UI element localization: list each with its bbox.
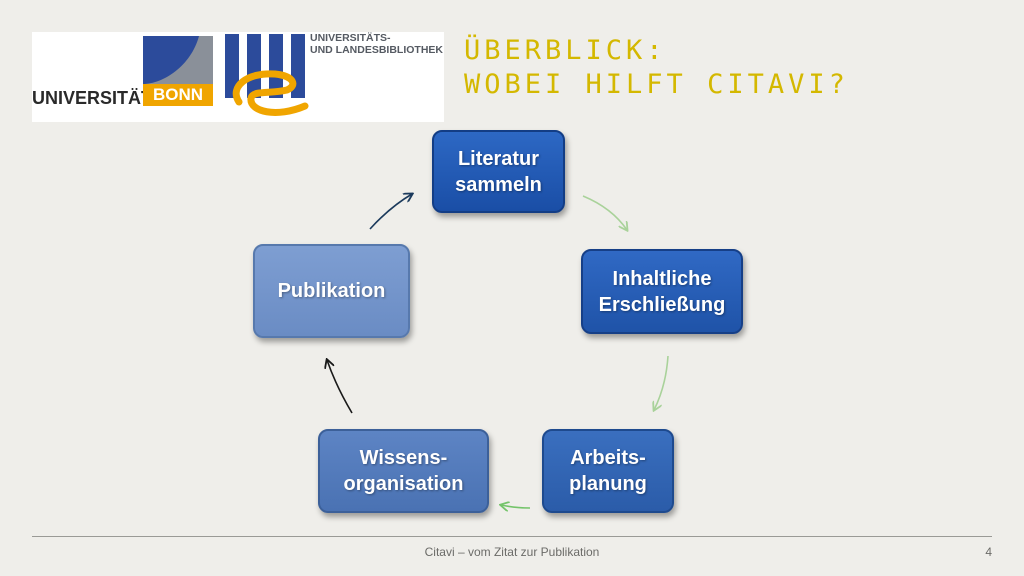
- arrow-wissensorganisation-to-publikation: [327, 360, 353, 414]
- bonn-word: BONN: [143, 84, 213, 106]
- node-arbeitsplanung: Arbeits- planung: [542, 429, 674, 513]
- library-name-line1: UNIVERSITÄTS-: [310, 32, 391, 44]
- node-publikation: Publikation: [253, 244, 410, 338]
- arrow-inhaltliche-to-arbeitsplanung: [654, 355, 669, 410]
- arrow-literatur-to-inhaltliche: [582, 195, 627, 230]
- slide-title: ÜBERBLICK: WOBEI HILFT CITAVI?: [464, 34, 1004, 102]
- page-number: 4: [985, 545, 992, 559]
- logo-area: UNIVERSITÄT BONN UNIVERSITÄTS- UND LANDE…: [32, 32, 444, 122]
- slide-title-line2: WOBEI HILFT CITAVI?: [464, 69, 849, 100]
- node-literatur-sammeln: Literatur sammeln: [432, 130, 565, 213]
- library-name: UNIVERSITÄTS- UND LANDESBIBLIOTHEK: [310, 32, 444, 56]
- slide-title-line1: ÜBERBLICK:: [464, 35, 667, 66]
- node-arbeitsplanung-line2: planung: [569, 473, 647, 495]
- node-literatur-line2: sammeln: [455, 173, 542, 196]
- node-publikation-label: Publikation: [277, 280, 386, 302]
- node-inhaltliche-line1: Inhaltliche: [612, 267, 712, 290]
- university-bonn-logo-mark: [143, 36, 213, 84]
- node-literatur-line1: Literatur: [457, 147, 540, 170]
- library-logo-mark: [225, 34, 309, 116]
- node-inhaltliche-line2: Erschließung: [598, 293, 726, 316]
- arrow-publikation-to-literatur: [369, 194, 412, 230]
- node-wissens-line1: Wissens-: [359, 447, 448, 469]
- footer-text: Citavi – vom Zitat zur Publikation: [424, 545, 600, 559]
- node-wissensorganisation: Wissens- organisation: [318, 429, 489, 513]
- node-inhaltliche-erschliessung: Inhaltliche Erschließung: [581, 249, 743, 334]
- node-wissens-line2: organisation: [343, 473, 464, 495]
- arrow-arbeitsplanung-to-wissensorganisation: [501, 505, 531, 508]
- library-name-line2: UND LANDESBIBLIOTHEK: [310, 44, 443, 56]
- university-word: UNIVERSITÄT: [32, 88, 153, 108]
- footer-divider: [32, 536, 992, 537]
- node-arbeitsplanung-line1: Arbeits-: [570, 447, 646, 469]
